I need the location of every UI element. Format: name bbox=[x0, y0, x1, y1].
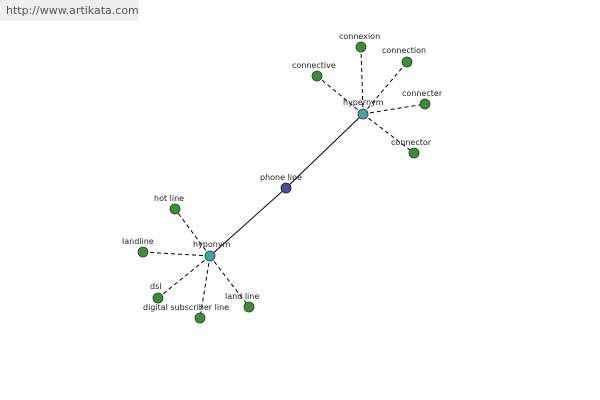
edge-hyponym-dsl bbox=[157, 255, 211, 299]
edge-hyponym-land-line bbox=[209, 255, 250, 308]
graph-edges bbox=[142, 46, 426, 319]
node-hot-line[interactable] bbox=[169, 203, 181, 215]
label-hot-line: hot line bbox=[154, 194, 184, 203]
node-hyponym[interactable] bbox=[204, 250, 216, 262]
edge-hypernym-connecter bbox=[362, 103, 426, 115]
edge-hypernym-connective bbox=[316, 75, 364, 115]
node-dsl[interactable] bbox=[152, 292, 164, 304]
node-landline[interactable] bbox=[137, 246, 149, 258]
node-connector[interactable] bbox=[408, 147, 420, 159]
label-dsl: dsl bbox=[150, 282, 161, 291]
node-connecter[interactable] bbox=[419, 98, 431, 110]
edge-hypernym-connection bbox=[362, 61, 408, 115]
label-hyponym: hyponym bbox=[193, 240, 231, 249]
label-connexion: connexion bbox=[339, 32, 380, 41]
label-phone-line: phone line bbox=[260, 173, 302, 182]
label-digital-subscriber-line: digital subscriber line bbox=[143, 303, 229, 312]
graph-nodes bbox=[137, 41, 431, 324]
label-connector: connector bbox=[391, 138, 432, 147]
node-connection[interactable] bbox=[401, 56, 413, 68]
node-connexion[interactable] bbox=[355, 41, 367, 53]
node-hypernym[interactable] bbox=[357, 108, 369, 120]
label-land-line: land line bbox=[225, 292, 259, 301]
node-digital-subscriber-line[interactable] bbox=[194, 312, 206, 324]
watermark-link[interactable]: http://www.artikata.com bbox=[0, 0, 139, 21]
node-connective[interactable] bbox=[311, 70, 323, 82]
graph-labels: phone linehypernymhyponymconnexionconnec… bbox=[122, 32, 443, 312]
node-phone-line[interactable] bbox=[280, 182, 292, 194]
label-connecter: connecter bbox=[402, 89, 443, 98]
label-hypernym: hypernym bbox=[343, 98, 384, 107]
node-land-line[interactable] bbox=[243, 301, 255, 313]
edge-hyponym-landline bbox=[142, 251, 211, 257]
label-connection: connection bbox=[382, 46, 426, 55]
edge-hypernym-connector bbox=[362, 113, 415, 154]
edge-hyponym-hot-line bbox=[174, 208, 211, 257]
edge-phone-line-hypernym bbox=[285, 113, 364, 189]
edge-hyponym-digital-subscriber-line bbox=[199, 255, 211, 319]
label-landline: landline bbox=[122, 237, 154, 246]
label-connective: connective bbox=[292, 61, 336, 70]
edge-phone-line-hyponym bbox=[209, 187, 287, 257]
